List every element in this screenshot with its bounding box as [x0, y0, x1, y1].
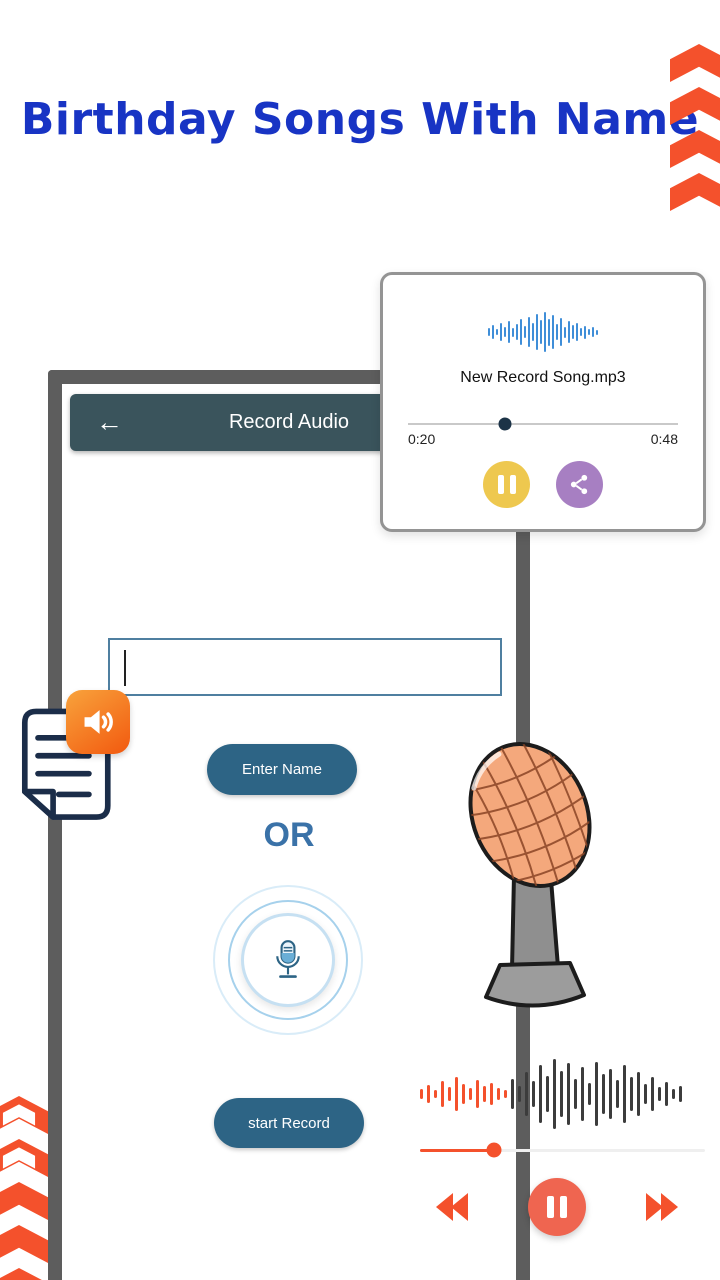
current-time: 0:20 — [408, 431, 436, 447]
fast-forward-button[interactable] — [646, 1193, 678, 1221]
record-mic-button[interactable] — [213, 885, 363, 1035]
rewind-icon — [436, 1193, 453, 1221]
bottom-progress-track — [420, 1149, 705, 1152]
name-input-caret — [124, 650, 126, 686]
chevron-icon — [0, 1268, 48, 1280]
rewind-button[interactable] — [436, 1193, 468, 1221]
slider-track — [408, 423, 678, 425]
pause-icon — [497, 475, 516, 494]
chevron-icon — [670, 44, 720, 82]
share-button[interactable] — [556, 461, 603, 508]
microphone-illustration — [450, 735, 610, 1020]
chevron-icon — [0, 1139, 48, 1177]
player-progress-slider[interactable] — [408, 417, 678, 430]
playback-controls — [436, 1177, 678, 1237]
player-card: New Record Song.mp3 0:20 0:48 — [380, 272, 706, 532]
chevron-decoration-top-right — [670, 44, 720, 211]
mic-middle-ring — [228, 900, 348, 1020]
fast-forward-icon — [646, 1193, 663, 1221]
start-record-button[interactable]: start Record — [214, 1098, 364, 1148]
chevron-icon — [0, 1096, 48, 1134]
document-audio-decoration — [6, 690, 146, 840]
slider-thumb[interactable] — [498, 417, 512, 430]
chevron-icon — [0, 1225, 48, 1263]
card-buttons — [383, 461, 703, 508]
pause-icon — [547, 1196, 567, 1218]
time-labels: 0:20 0:48 — [408, 431, 678, 447]
bottom-progress-bar — [420, 1142, 705, 1158]
recording-filename: New Record Song.mp3 — [460, 369, 626, 386]
share-icon — [570, 474, 588, 495]
bottom-progress-thumb[interactable] — [486, 1142, 502, 1158]
chevron-icon — [670, 130, 720, 168]
enter-name-button[interactable]: Enter Name — [207, 744, 357, 795]
mic-outer-ring — [213, 885, 363, 1035]
appbar-title: Record Audio — [228, 411, 350, 433]
bottom-progress-fill — [420, 1149, 495, 1152]
name-input[interactable] — [108, 638, 502, 696]
chevron-icon — [0, 1182, 48, 1220]
total-time: 0:48 — [650, 431, 678, 447]
chevron-icon — [670, 87, 720, 125]
speaker-icon — [66, 690, 130, 754]
pause-button[interactable] — [483, 461, 530, 508]
chevron-decoration-bottom-left — [0, 1096, 48, 1280]
microphone-icon — [241, 913, 335, 1007]
waveform-bottom — [420, 1054, 690, 1134]
chevron-icon — [670, 173, 720, 211]
waveform-blue — [383, 309, 703, 355]
play-pause-button[interactable] — [528, 1178, 586, 1236]
page-title: Birthday Songs With Name — [20, 94, 700, 145]
or-label: OR — [263, 816, 315, 854]
back-arrow-icon[interactable]: ← — [96, 407, 123, 437]
